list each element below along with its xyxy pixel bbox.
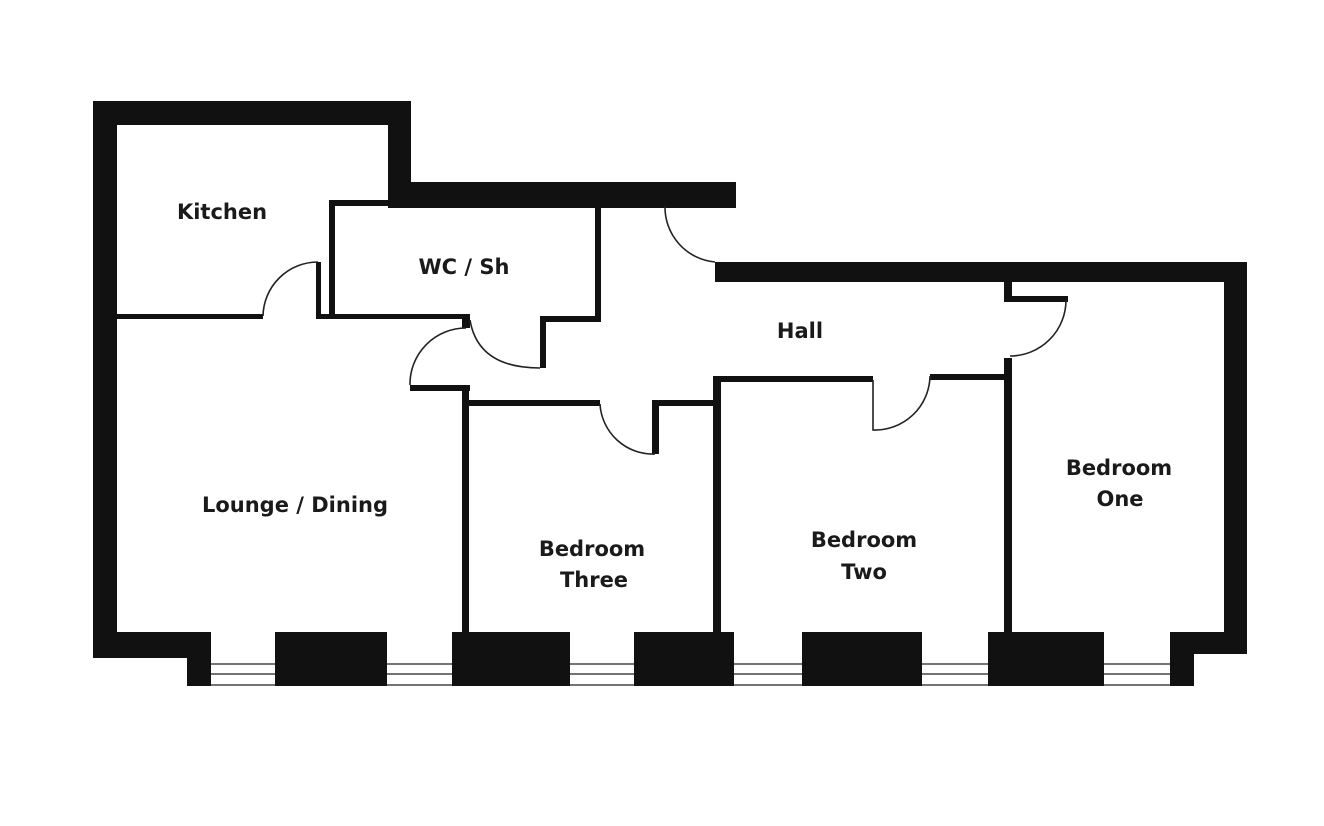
window [734,662,802,686]
window [570,662,634,686]
bedroom-three-label-line1: Bedroom [539,537,645,561]
hall-label: Hall [777,319,823,343]
bedroom-two-label-line2: Two [841,560,887,584]
window [922,662,988,686]
room-labels: Kitchen WC / Sh Hall Lounge / Dining Bed… [177,200,1172,592]
window [1104,662,1170,686]
bedroom-three-label-line2: Three [560,568,628,592]
lounge-label: Lounge / Dining [202,493,388,517]
windows [211,662,1170,686]
doors [262,205,1067,455]
bedroom-one-label-line1: Bedroom [1066,456,1172,480]
bedroom-one-label-line2: One [1096,487,1143,511]
window [387,662,452,686]
internal-walls [117,200,1068,635]
window [211,662,275,686]
wc-label: WC / Sh [419,255,510,279]
kitchen-label: Kitchen [177,200,267,224]
bedroom-two-label-line1: Bedroom [811,528,917,552]
outer-walls [93,101,1247,686]
